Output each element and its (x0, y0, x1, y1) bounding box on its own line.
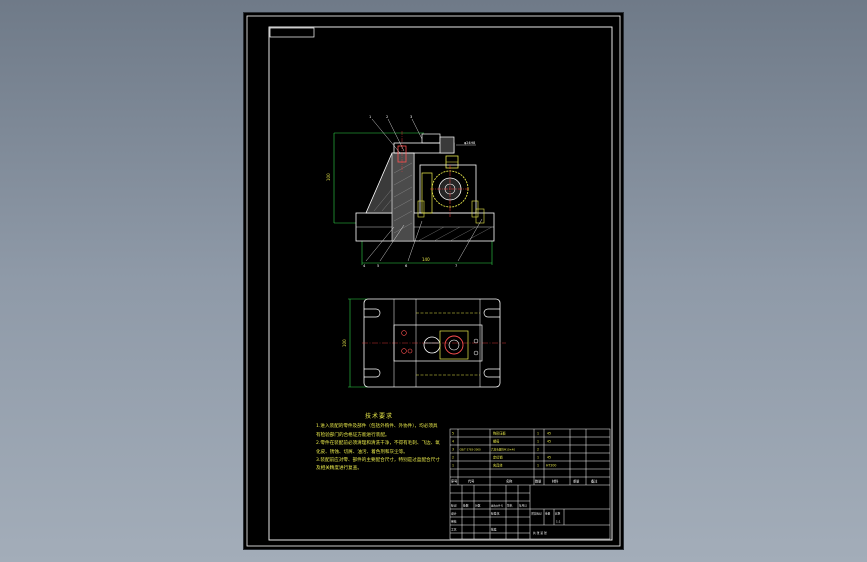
front-view: 140 100 (326, 115, 495, 268)
hdr-qty: 数量 (535, 479, 542, 484)
technical-requirements: 技术要求 1.进入装配的零件及部件（包括外购件、外协件），均必须具有检验部门的合… (316, 413, 442, 474)
hdr-weight: 重量 (573, 479, 580, 484)
tech-req-item-2: 2.零件在装配前必须清理和清洗干净，不得有毛刺、飞边、氧化皮、锈蚀、切屑、油污、… (316, 441, 440, 455)
hdr-remark: 备注 (591, 479, 598, 484)
bom-4-qty: 1 (537, 440, 539, 444)
title-block (449, 428, 611, 540)
lbl-sheets: 共 张 第 张 (533, 531, 547, 535)
lbl-std: 标准化 (491, 512, 500, 516)
lbl-weight: 重量 (545, 512, 551, 516)
top-height-dim: 100 (342, 339, 347, 347)
bom-3-no: 3 (452, 448, 454, 452)
inner-frame (268, 26, 613, 541)
tech-req-item-3: 3.装配前应对零、部件的主要配合尺寸，特别是过盈配合尺寸及相关精度进行复查。 (316, 458, 440, 472)
bom-5-name: 钩形压板 (493, 431, 507, 436)
lbl-zone: 分区 (475, 504, 481, 508)
hdr-code: 代号 (468, 479, 474, 484)
lbl-stage: 阶段标记 (532, 512, 543, 516)
hdr-no: 序号 (451, 479, 457, 484)
scale-value: 1:1 (556, 520, 561, 524)
tech-req-title: 技术要求 (364, 413, 393, 420)
bom-4-mat: 45 (547, 440, 551, 444)
bom-2-no: 2 (452, 456, 454, 460)
bom-1-qty: 1 (537, 464, 539, 468)
tech-req-item-1: 1.进入装配的零件及部件（包括外购件、外协件），均必须具有检验部门的合格证方能进… (316, 424, 438, 438)
bom-4-no: 4 (452, 440, 454, 444)
lbl-date: 年月日 (519, 504, 527, 508)
balloon-3: 3 (410, 115, 412, 119)
lbl-mark: 标记 (451, 504, 457, 508)
lbl-count: 处数 (463, 504, 469, 508)
balloon-5: 5 (377, 264, 379, 268)
lbl-scale: 比例 (555, 512, 561, 516)
lbl-approve: 批准 (491, 528, 497, 532)
lbl-review: 审核 (451, 520, 457, 524)
front-height-dim: 100 (326, 173, 331, 181)
hdr-name: 名称 (506, 479, 513, 484)
drawing-number-box (269, 27, 315, 38)
lbl-change: 更改文件号 (491, 504, 504, 508)
bom-4-name: 螺母 (493, 439, 499, 444)
bom-2-mat: 45 (547, 456, 551, 460)
lbl-process: 工艺 (451, 528, 457, 532)
front-width-dim: 140 (422, 257, 430, 262)
outer-border (246, 15, 621, 547)
bom-1-name: 夹具体 (493, 463, 503, 468)
bom-2-name: 定位销 (493, 455, 503, 460)
fit-note: φ24H8 (464, 141, 475, 145)
bom-5-qty: 1 (537, 432, 539, 436)
balloon-6: 6 (405, 264, 408, 268)
bom-1-no: 1 (452, 464, 454, 468)
bom-3-qty: 2 (537, 448, 539, 452)
bom-3-name: 六角头螺栓M10×40 (491, 448, 515, 452)
top-view: 100 (342, 298, 506, 388)
bom-2-qty: 1 (537, 456, 539, 460)
bom-1-mat: HT200 (546, 464, 556, 468)
drawing-sheet: 140 100 (244, 13, 623, 549)
bom-5-no: 5 (452, 432, 454, 436)
balloon-4: 4 (363, 264, 366, 268)
hdr-mat: 材料 (552, 479, 559, 484)
balloon-2: 2 (386, 115, 388, 119)
bom-5-mat: 45 (547, 432, 551, 436)
lbl-sign: 签名 (507, 504, 513, 508)
balloon-7: 7 (455, 264, 457, 268)
balloon-1: 1 (369, 115, 371, 119)
cad-drawing: 140 100 (246, 15, 621, 547)
lbl-design: 设计 (451, 512, 457, 516)
bom-3-code: GB/T 5783-2000 (460, 448, 482, 452)
